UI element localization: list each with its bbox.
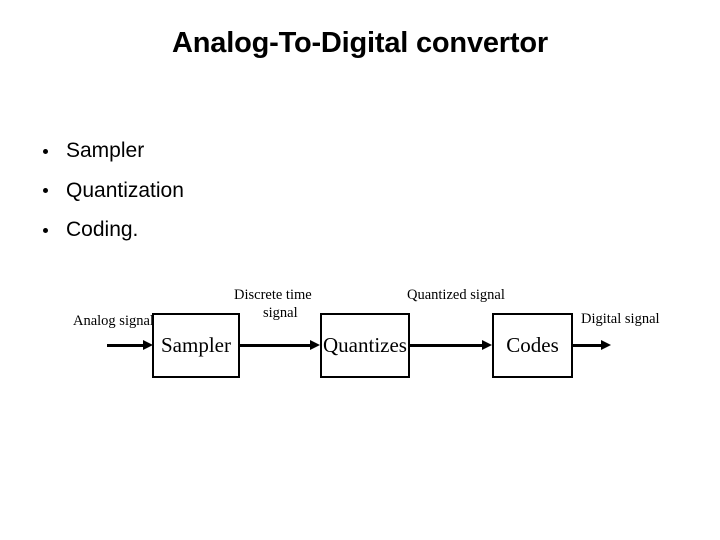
diagram-block-quantizes: Quantizes [320,313,410,378]
diagram-label-discrete-time: Discrete time [234,287,312,303]
digital-signal-arrow [573,340,611,351]
bullet-list: Sampler Quantization Coding. [36,131,456,250]
diagram-label-analog-signal: Analog signal [73,313,154,329]
diagram-block-sampler: Sampler [152,313,240,378]
page-title: Analog-To-Digital convertor [172,27,548,59]
list-item-label: Quantization [66,178,184,202]
diagram-label-discrete-time-signal: signal [263,305,298,321]
discrete-time-signal-arrow [240,340,320,351]
list-item-label: Sampler [66,139,145,162]
bullet-icon [43,148,48,154]
quantized-signal-arrow [410,340,492,351]
list-item: Sampler [36,131,456,171]
diagram-label-quantized-signal: Quantized signal [407,287,505,303]
diagram-block-label: Sampler [161,333,231,357]
list-item-label: Coding. [66,218,139,241]
list-item: Quantization [36,171,456,211]
diagram-label-digital-signal: Digital signal [581,311,660,327]
list-item: Coding. [36,210,456,250]
bullet-icon [43,188,48,194]
analog-signal-arrow [107,340,153,351]
diagram-block-codes: Codes [492,313,573,378]
diagram-block-label: Quantizes [323,333,407,357]
diagram-block-label: Codes [506,333,559,357]
bullet-icon [43,227,48,233]
